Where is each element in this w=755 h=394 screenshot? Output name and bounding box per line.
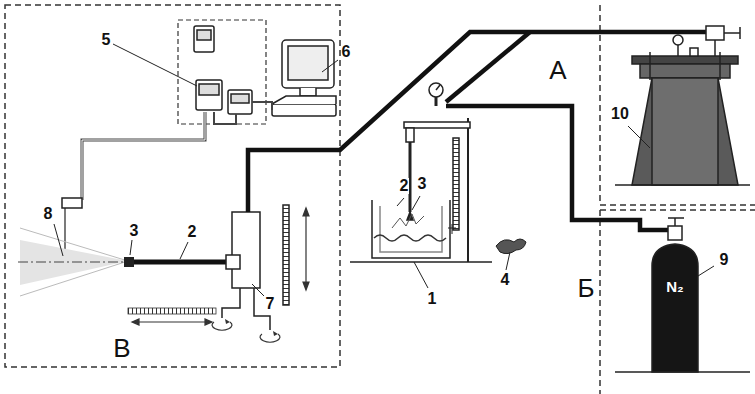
callout-number: 7 [265, 296, 276, 312]
region-frame [600, 5, 755, 205]
callout-number: 9 [719, 252, 730, 268]
callout-number: 2 [187, 224, 198, 240]
callout-number: 3 [129, 223, 140, 239]
instrument-frame [178, 20, 266, 124]
gas-cylinder [615, 218, 750, 372]
nozzle [124, 257, 134, 267]
capillary-tube [134, 260, 230, 265]
region-letter: В [112, 335, 131, 361]
callout-number: 10 [610, 106, 630, 122]
signal-wire [82, 102, 272, 200]
callout-number: 8 [43, 206, 54, 222]
region-letter: А [548, 57, 567, 83]
callout-number: 5 [101, 32, 112, 48]
valve [706, 26, 740, 56]
callout-number: 2 [399, 178, 410, 194]
callout-number: 3 [417, 176, 428, 192]
region-frame [600, 210, 755, 394]
positioning-stage [222, 205, 289, 330]
computer [272, 40, 336, 116]
measuring-instruments [194, 26, 252, 114]
gas-marking: N₂ [665, 279, 685, 294]
pump [496, 239, 526, 254]
callout-number: 4 [500, 272, 511, 288]
callout-number: 6 [341, 44, 352, 60]
region-letter: Б [576, 275, 595, 301]
sensor [62, 198, 82, 208]
callout-number: 1 [427, 291, 438, 307]
leader-line [54, 44, 714, 296]
electrolysis-cell [350, 83, 492, 262]
autoclave [615, 35, 750, 185]
region-frame [5, 5, 340, 367]
